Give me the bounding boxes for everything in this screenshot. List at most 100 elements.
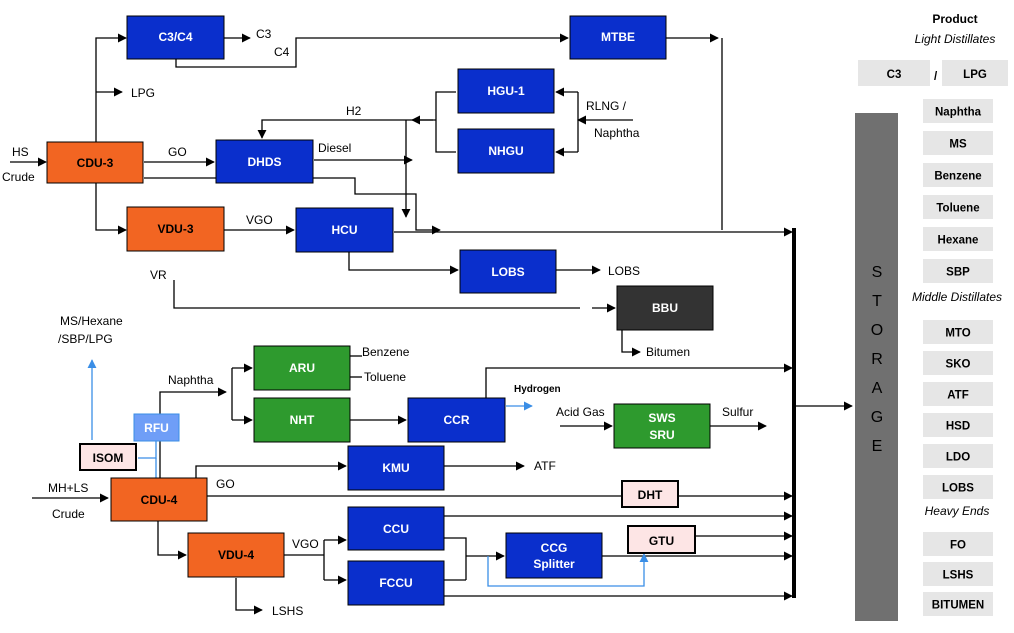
line-c4-to-mtbe [175,33,569,68]
unit-bbu [616,285,714,331]
unit-ccg-label-1: CCG [541,541,568,555]
unit-boxes: C3/C4 MTBE HGU-1 NHGU DHDS HCU LOBS CCR … [46,15,714,606]
product-item: ATF [947,390,969,402]
unit-gtu [627,525,696,554]
unit-dht-label: DHT [638,488,663,502]
product-item: Naphtha [935,107,982,119]
unit-hgu1-label: HGU-1 [487,84,525,98]
label-lpg: LPG [131,86,155,100]
label-toluene: Toluene [364,370,406,384]
unit-mtbe [569,15,667,60]
product-item: BITUMEN [932,600,984,612]
storage-tank [855,113,898,621]
product-box [923,413,993,437]
unit-mtbe-label: MTBE [601,30,635,44]
line-splitter-to-gtu [487,553,649,587]
unit-cdu4-label: CDU-4 [141,493,178,507]
product-box [923,227,993,251]
line-cdu3-to-vdu3 [95,183,127,235]
unit-cdu3 [46,141,144,184]
unit-dht [621,480,679,508]
label-diesel: Diesel [318,141,351,155]
product-box [923,592,993,616]
unit-ccr-label: CCR [444,413,470,427]
unit-kmu-label: KMU [382,461,409,475]
storage-letter: A [872,380,883,397]
unit-nhgu-label: NHGU [488,144,523,158]
storage-letter: T [872,293,882,310]
product-item: LDO [946,452,970,464]
unit-vdu4-label: VDU-4 [218,548,254,562]
unit-cdu3-label: CDU-3 [77,156,114,170]
unit-cdu4 [110,477,208,522]
product-box [923,562,993,586]
unit-dhds [215,139,314,184]
unit-vdu3 [126,206,225,252]
product-c3-box [858,60,930,86]
label-c3: C3 [256,27,272,41]
storage-letter: R [871,351,883,368]
flow-labels: C3 C4 LPG H2 RLNG / Naphtha HS Crude GO … [2,27,753,618]
label-bitumen: Bitumen [646,345,690,359]
label-lshs: LSHS [272,604,303,618]
unit-isom-label: ISOM [93,451,124,465]
product-box [923,163,993,187]
label-mh-ls: MH+LS [48,481,88,495]
product-lpg: LPG [963,69,987,81]
label-vgo-bottom: VGO [292,537,319,551]
unit-lobs-label: LOBS [491,265,524,279]
label-hydrogen: Hydrogen [514,384,561,395]
product-item: LSHS [943,570,974,582]
label-atf: ATF [534,459,556,473]
unit-lobs [459,249,557,294]
unit-ccr [407,397,506,443]
heavy-ends-title: Heavy Ends [925,504,990,518]
storage-letter: S [872,264,883,281]
unit-nht [253,397,351,443]
label-crude-bottom: Crude [52,507,85,521]
product-box [923,195,993,219]
product-box [923,320,993,344]
unit-ccg-label-2: Splitter [533,557,575,571]
storage-letter: E [872,438,883,455]
storage-letter: O [871,322,883,339]
unit-aru [253,345,351,391]
unit-sws-label-1: SWS [648,411,675,425]
product-c3: C3 [887,69,902,81]
label-naphtha: Naphtha [168,373,214,387]
product-box [923,351,993,375]
label-lobs: LOBS [608,264,640,278]
label-go-bottom: GO [216,477,235,491]
unit-bbu-label: BBU [652,301,678,315]
product-item: SBP [946,267,970,279]
unit-ccg-splitter [505,532,603,579]
product-lpg-box [942,60,1008,86]
product-box [923,131,993,155]
line-cdu3-to-c3c4 [95,33,127,143]
unit-sws-label-2: SRU [649,428,674,442]
line-hcu-to-lobs [348,252,459,275]
unit-sws-sru [613,403,711,449]
label-vgo-top: VGO [246,213,273,227]
label-hs: HS [12,145,29,159]
unit-rfu-label: RFU [144,421,169,435]
line-cdu4-to-kmu [195,461,347,480]
label-naphtha-feed: Naphtha [594,126,640,140]
line-cdu3-top-right [144,177,441,235]
blue-flow-lines [87,359,649,587]
unit-hcu [295,207,394,253]
product-box [923,444,993,468]
label-acid-gas: Acid Gas [556,405,605,419]
product-item: HSD [946,421,970,433]
unit-dhds-label: DHDS [247,155,281,169]
product-item: SKO [946,359,971,371]
product-item: Toluene [936,203,979,215]
label-vr: VR [150,268,167,282]
unit-c3c4-label: C3/C4 [158,30,192,44]
product-item: MTO [945,328,970,340]
unit-isom [79,443,137,471]
label-sbp-lpg: /SBP/LPG [58,332,113,346]
label-benzene: Benzene [362,345,410,359]
